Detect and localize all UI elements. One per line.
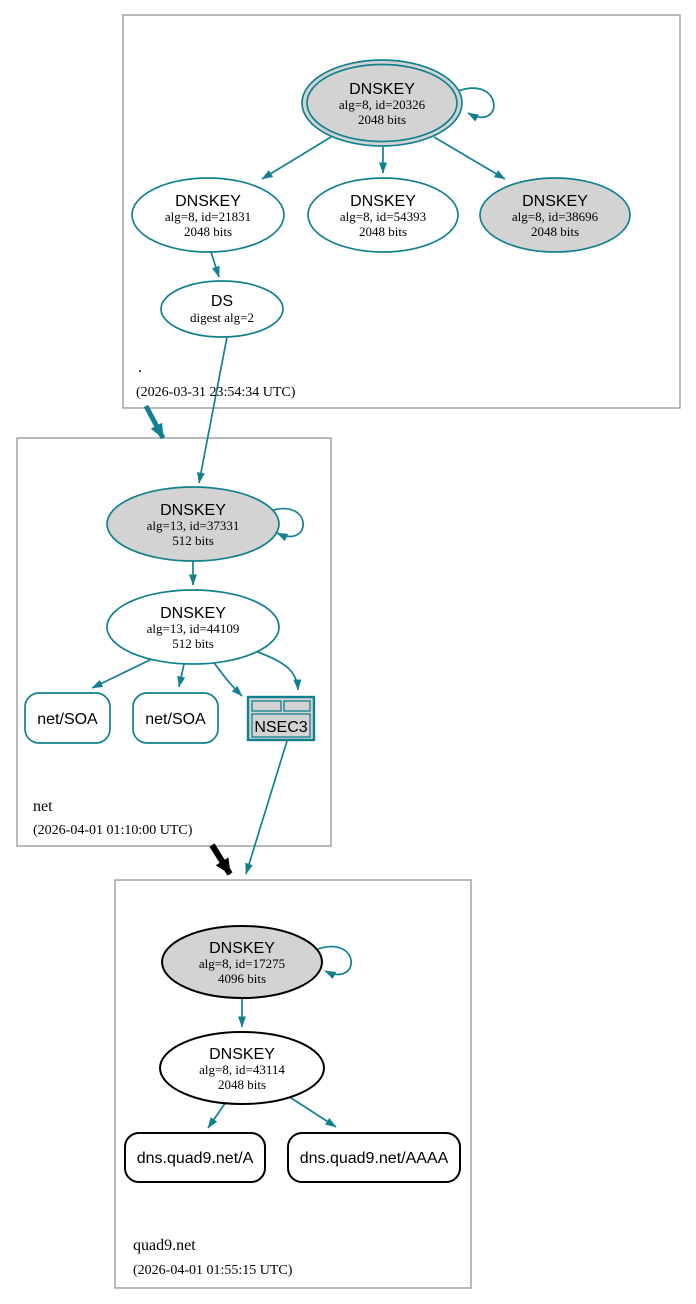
node-title: DNSKEY [160,605,226,622]
node-root-dnskey-21831[interactable]: DNSKEY alg=8, id=21831 2048 bits [131,177,285,253]
node-detail: 2048 bits [218,1077,266,1092]
rrset-label: dns.quad9.net/AAAA [300,1150,449,1167]
zone-timestamp-quad9: (2026-04-01 01:55:15 UTC) [133,1263,293,1278]
zone-label-quad9: quad9.net [133,1237,196,1254]
rrset-label: dns.quad9.net/A [137,1150,254,1167]
node-detail: alg=13, id=37331 [147,518,240,533]
node-detail: 2048 bits [358,112,406,127]
node-detail: 512 bits [172,636,214,651]
node-title: DNSKEY [522,193,588,210]
edge-quad9-zsk-to-a [207,1101,227,1129]
edge-net-zsk-to-soa1 [91,656,157,689]
edge-root-ksk-to-zsk1 [261,136,332,180]
zone-box-quad9 [114,879,472,1289]
node-title: DNSKEY [209,940,275,957]
node-detail: alg=8, id=21831 [165,209,251,224]
edge-nsec3-to-quad9 [245,740,288,875]
node-title: DNSKEY [175,193,241,210]
node-net-soa-2[interactable]: net/SOA [132,692,219,744]
node-detail: 2048 bits [531,224,579,239]
edge-net-to-quad9-insecure-delegation [209,843,233,876]
node-net-nsec3[interactable]: NSEC3 [246,695,316,742]
node-net-dnskey-44109[interactable]: DNSKEY alg=13, id=44109 512 bits [106,589,280,665]
node-title: DNSKEY [209,1046,275,1063]
node-detail: alg=8, id=20326 [339,97,426,112]
rrset-label: net/SOA [145,711,206,728]
zone-box-net [16,437,332,847]
node-title: DS [211,293,233,310]
node-net-dnskey-37331[interactable]: DNSKEY alg=13, id=37331 512 bits [106,486,280,562]
edge-root-ksk-selfloop [457,87,495,122]
node-quad9-aaaa-rrset[interactable]: dns.quad9.net/AAAA [287,1132,461,1183]
edge-root-ksk-to-zsk3 [433,136,506,180]
node-root-ds[interactable]: DS digest alg=2 [160,280,284,338]
zone-timestamp-root: (2026-03-31 23:54:34 UTC) [136,385,296,400]
edge-quad9-zsk-to-aaaa [287,1095,337,1128]
node-quad9-a-rrset[interactable]: dns.quad9.net/A [124,1132,266,1183]
edge-root-zsk1-to-ds [210,251,220,278]
node-title: DNSKEY [160,502,226,519]
node-net-soa-1[interactable]: net/SOA [24,692,111,744]
node-detail: alg=8, id=54393 [340,209,426,224]
node-detail: alg=8, id=43114 [199,1062,285,1077]
edge-quad9-ksk-selfloop [317,945,352,980]
node-root-dnskey-38696[interactable]: DNSKEY alg=8, id=38696 2048 bits [479,177,631,253]
node-root-dnskey-20326[interactable]: DNSKEY alg=8, id=20326 2048 bits [301,59,463,147]
edge-ds-to-net-ksk [197,336,228,484]
edge-net-ksk-selfloop [269,507,304,542]
node-quad9-dnskey-17275[interactable]: DNSKEY alg=8, id=17275 4096 bits [161,925,323,999]
zone-label-net: net [33,798,53,815]
node-title: DNSKEY [350,193,416,210]
node-detail: 512 bits [172,533,214,548]
node-detail: alg=8, id=38696 [512,209,599,224]
node-detail: 4096 bits [218,971,266,986]
zone-timestamp-net: (2026-04-01 01:10:00 UTC) [33,823,193,838]
node-detail: 2048 bits [359,224,407,239]
node-detail: digest alg=2 [190,310,254,325]
rrset-label: net/SOA [37,711,98,728]
edge-root-to-net-secure-delegation [143,404,166,440]
nsec3-label: NSEC3 [254,719,307,736]
node-quad9-dnskey-43114[interactable]: DNSKEY alg=8, id=43114 2048 bits [159,1031,325,1105]
node-detail: alg=8, id=17275 [199,956,285,971]
node-detail: alg=13, id=44109 [147,621,240,636]
node-detail: 2048 bits [184,224,232,239]
node-title: DNSKEY [349,81,415,98]
zone-box-root [122,14,681,409]
zone-label-root: . [138,359,142,376]
edge-net-zsk-to-nsec3-left [211,659,243,697]
edge-net-zsk-to-nsec3-top [251,649,302,691]
node-root-dnskey-54393[interactable]: DNSKEY alg=8, id=54393 2048 bits [307,177,459,253]
edge-net-zsk-to-soa2 [177,663,186,688]
